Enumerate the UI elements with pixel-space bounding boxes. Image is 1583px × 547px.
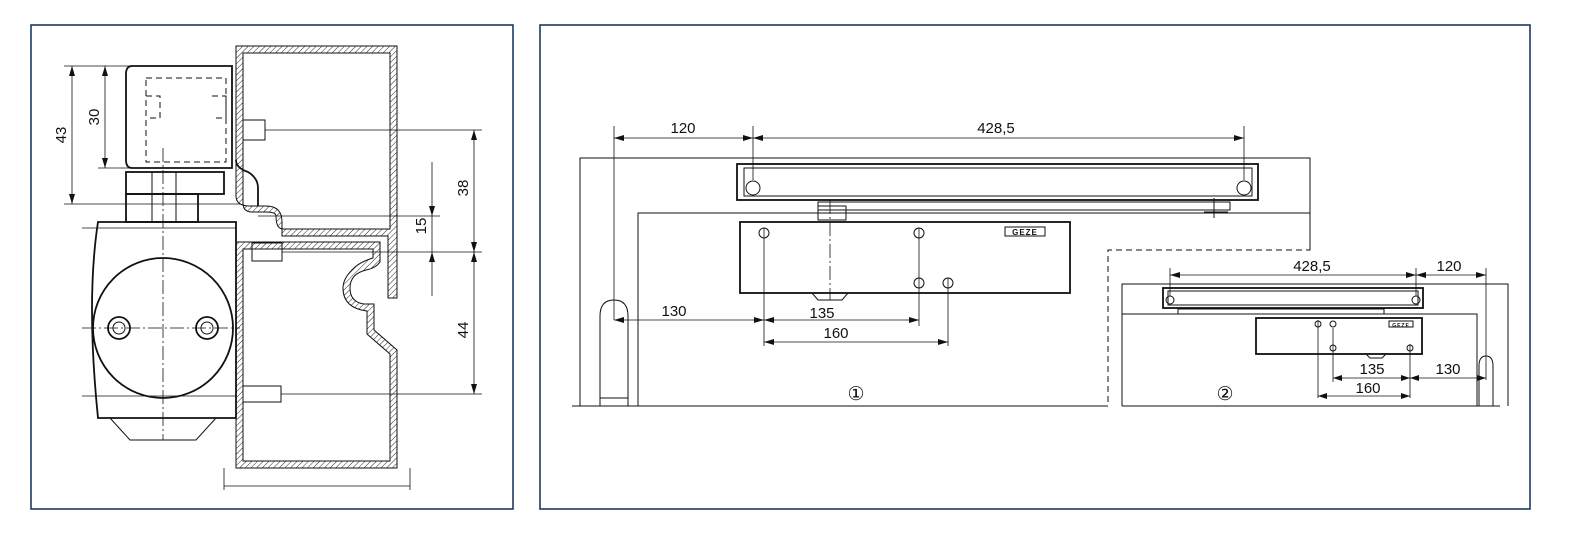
geze-logo-1 (1004, 226, 1046, 237)
closer-body-2 (1255, 317, 1423, 355)
dim-120-view1: 120 (670, 120, 695, 137)
dim-38: 38 (455, 180, 472, 197)
dim-135-view2: 135 (1359, 361, 1384, 378)
dim-160-view1: 160 (823, 325, 848, 342)
view-marker-1: ① (847, 383, 864, 405)
installation-view-1: GEZE 120 428,5 (572, 120, 1311, 407)
lower-insert (242, 385, 282, 403)
guide-rail-1 (736, 163, 1259, 201)
svg-text:GEZE: GEZE (1392, 323, 1410, 329)
closer-body-1 (739, 221, 1071, 294)
view-marker-2: ② (1216, 383, 1233, 405)
elevation-view-panel: GEZE 120 428,5 (539, 24, 1531, 510)
right-panel-frame (539, 24, 1531, 510)
installation-view-2: GEZE 428,5 120 135 (1121, 258, 1509, 407)
upper-profile (235, 45, 398, 299)
lower-profile (235, 241, 398, 469)
dim-160-view2: 160 (1355, 380, 1380, 397)
dim-44: 44 (455, 322, 472, 339)
guide-rail-2 (1162, 287, 1424, 309)
arm-2 (1177, 308, 1385, 315)
dim-135-view1: 135 (809, 305, 834, 322)
arm-cap (125, 65, 233, 169)
geze-logo-2 (1388, 320, 1414, 328)
upper-profile-step (235, 159, 259, 206)
dim-130-view1: 130 (661, 303, 686, 320)
dim-428-view2: 428,5 (1293, 258, 1331, 275)
dim-428-view1: 428,5 (977, 120, 1015, 137)
dim-30: 30 (86, 109, 103, 126)
section-view-panel: 43 30 38 15 44 (30, 24, 514, 510)
dim-120-view2: 120 (1436, 258, 1461, 275)
dim-15: 15 (413, 218, 430, 235)
shaft-nut (125, 193, 199, 223)
dim-43: 43 (53, 127, 70, 144)
shaft-collar (125, 171, 225, 195)
arm-1 (817, 201, 1231, 211)
svg-text:GEZE: GEZE (1012, 228, 1038, 237)
upper-insert (242, 119, 266, 141)
left-panel-frame (30, 24, 514, 510)
dim-130-view2: 130 (1435, 361, 1460, 378)
